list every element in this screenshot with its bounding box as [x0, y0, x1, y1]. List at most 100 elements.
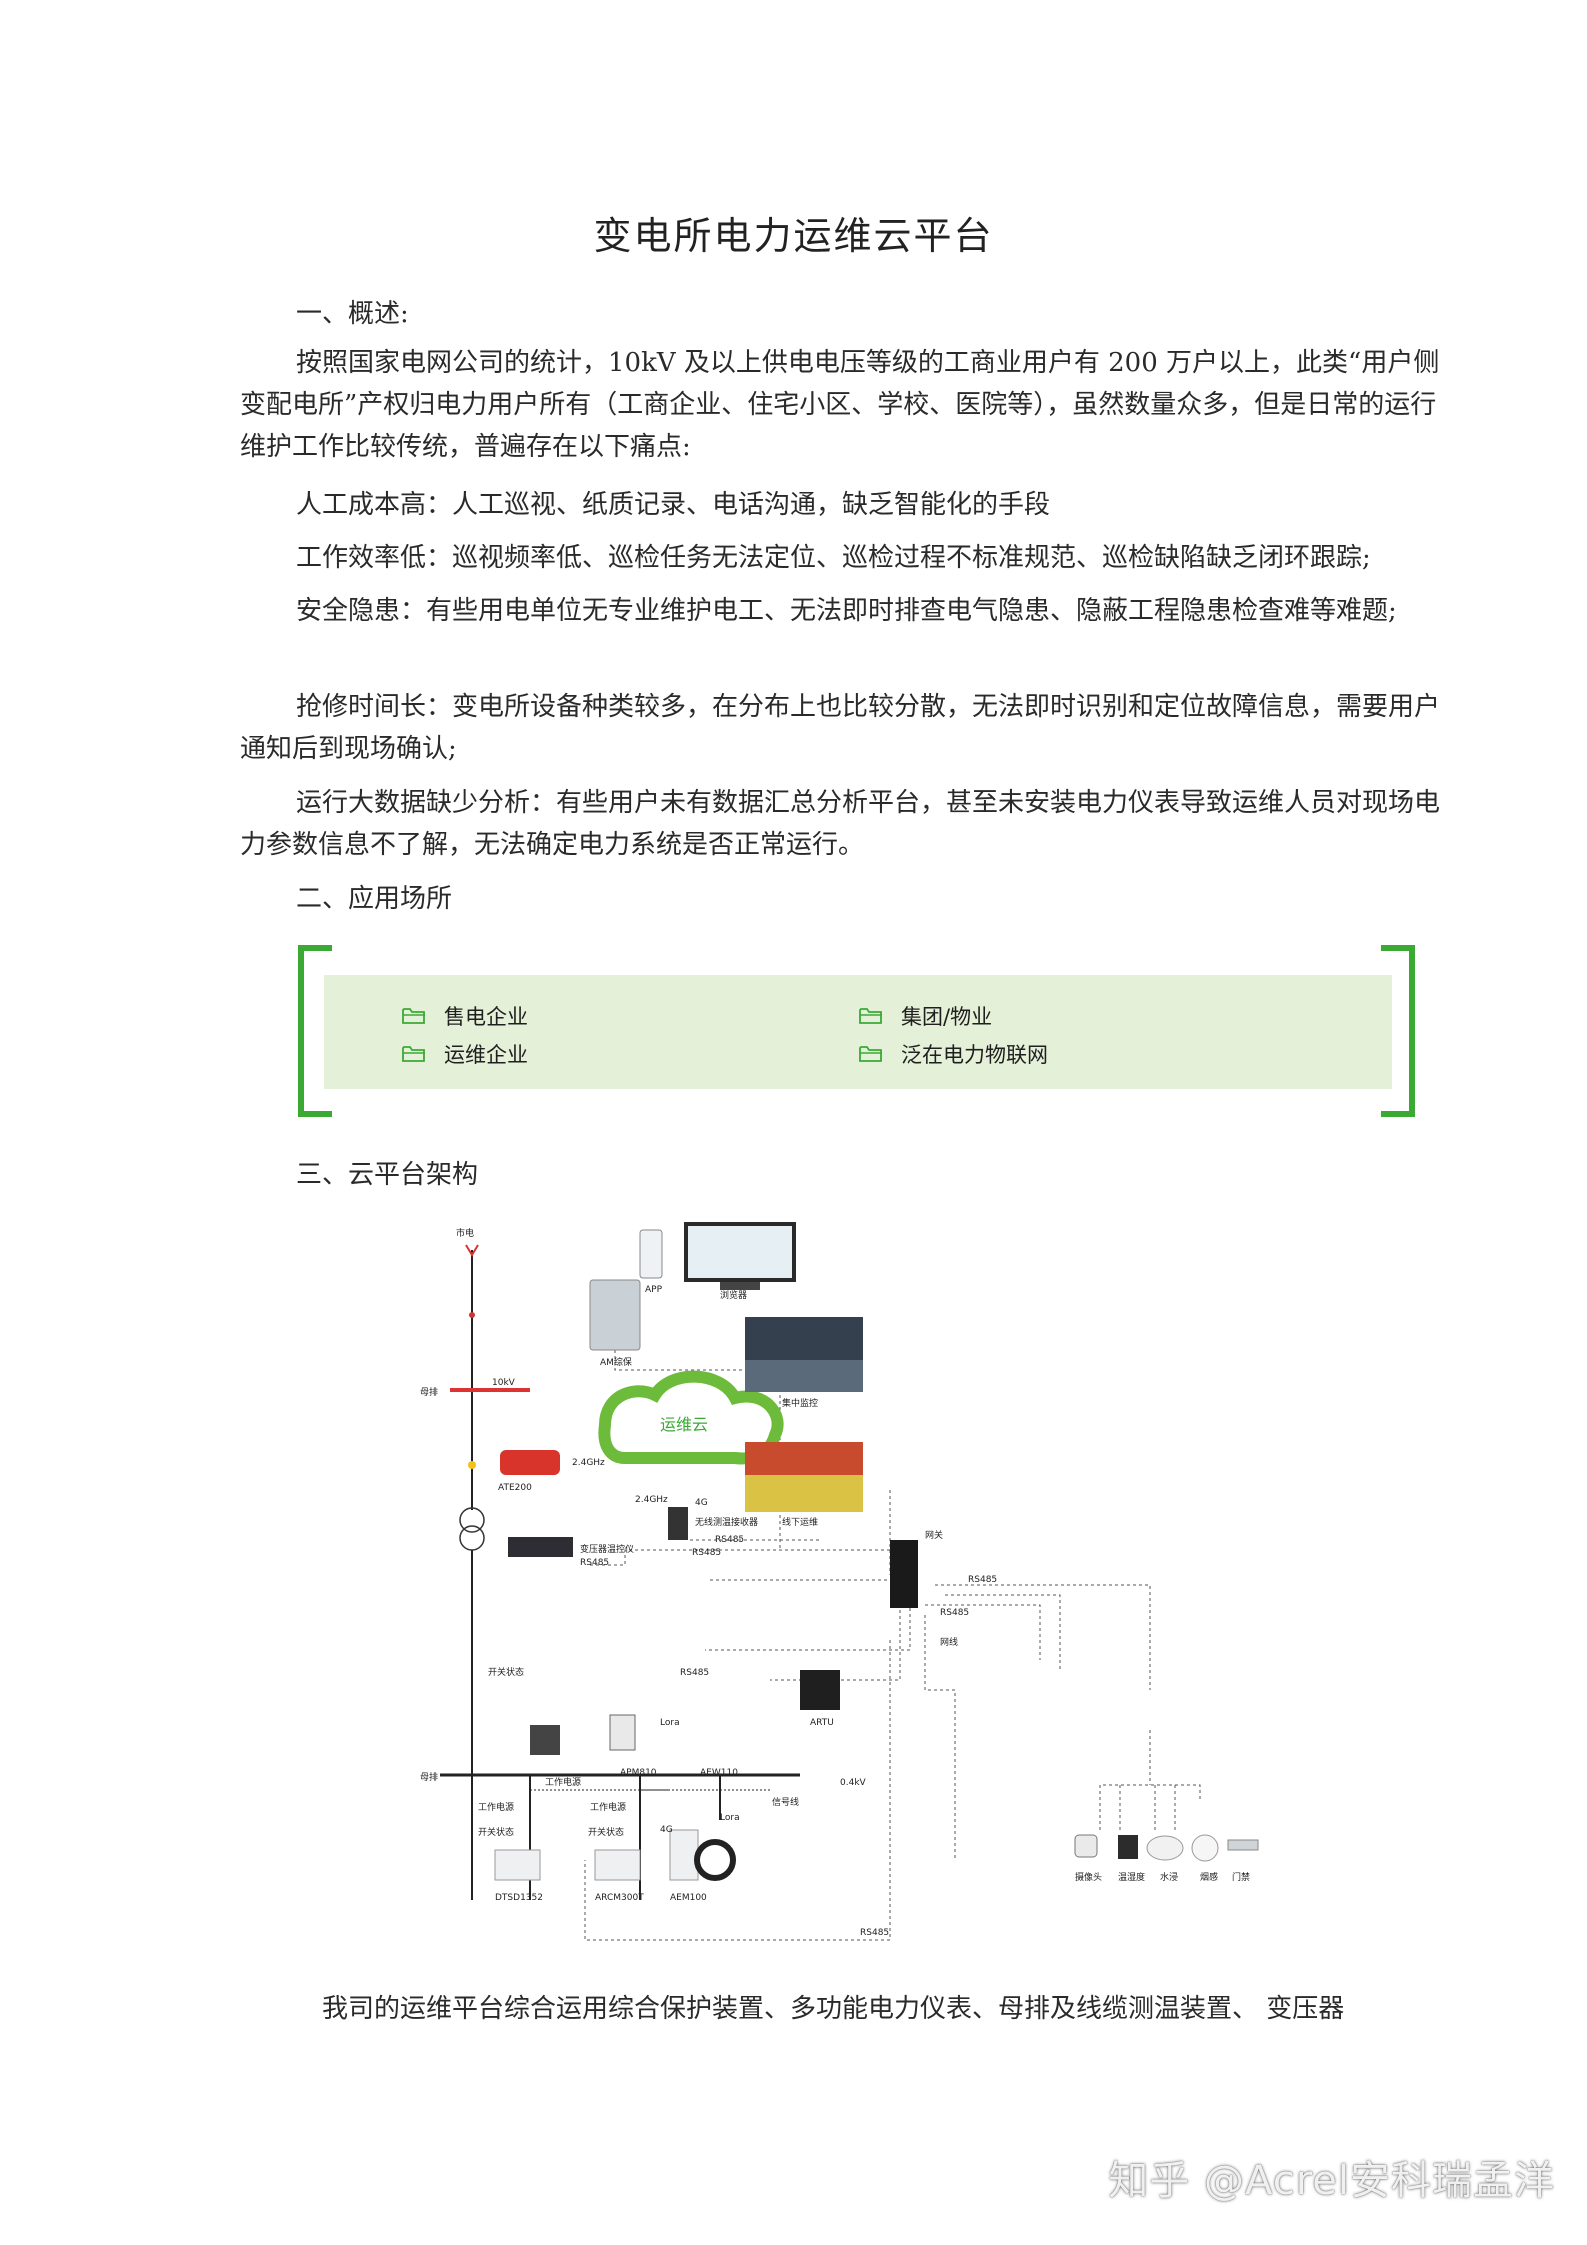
right-bracket: [1409, 945, 1415, 1117]
left-bracket: [298, 945, 304, 1117]
label-bus-top: 母排: [420, 1386, 438, 1398]
browser-screen: [688, 1226, 792, 1278]
folder-icon: [402, 1046, 425, 1062]
pain-point-safety: 安全隐患：有些用电单位无专业维护电工、无法即时排查电气隐患、隐蔽工程隐患检查难等…: [296, 596, 1397, 626]
label-rs485-g: RS485: [810, 1673, 839, 1683]
ate200-device: [500, 1450, 560, 1475]
transformer-icon: [459, 1525, 485, 1551]
label-switch-state-b: 开关状态: [478, 1826, 514, 1838]
label-rs485-b: RS485: [692, 1548, 721, 1558]
dtsd1352-device: [494, 1849, 541, 1881]
label-0-4kv: 0.4kV: [840, 1778, 867, 1788]
label-rs485-c: RS485: [580, 1558, 609, 1568]
label-grid: 市电: [456, 1227, 474, 1239]
offline-ops-vehicles: [745, 1475, 863, 1512]
application-box: 售电企业 集团/物业 运维企业 泛在电力物联网: [298, 945, 1415, 1117]
section-heading-overview: 一、概述:: [296, 299, 409, 329]
water-sensor-icon: [1146, 1835, 1184, 1861]
label-smoke: 烟感: [1200, 1871, 1218, 1883]
label-rs485-e: RS485: [940, 1608, 969, 1618]
breaker-icon: [468, 1461, 476, 1469]
label-water: 水浸: [1160, 1871, 1178, 1883]
label-2-4ghz-a: 2.4GHz: [572, 1458, 605, 1468]
watermark: 知乎 @Acrel安科瑞孟洋: [1108, 2158, 1555, 2204]
architecture-diagram: 市电 AM综保 APP 浏览器 母排 10kV ATE200 2.4GHz 2.…: [420, 1220, 1260, 1960]
label-cloud: 运维云: [660, 1415, 708, 1434]
label-switch-state-c: 开关状态: [588, 1826, 624, 1838]
temp-humidity-icon: [1118, 1835, 1138, 1859]
application-list: 售电企业 集团/物业 运维企业 泛在电力物联网: [324, 975, 1392, 1089]
label-rs485-d: RS485: [968, 1575, 997, 1585]
transformer-temp-device: [508, 1537, 573, 1557]
door-sensor-icon: [1227, 1839, 1259, 1851]
label-transformer-temp: 变压器温控仪: [580, 1543, 634, 1555]
architecture-diagram-svg: 市电 AM综保 APP 浏览器 母排 10kV ATE200 2.4GHz 2.…: [420, 1222, 1259, 1941]
folder-icon: [859, 1046, 882, 1062]
label-lora-b: Lora: [720, 1813, 740, 1823]
label-rs485-a: RS485: [715, 1535, 744, 1545]
app-phone: [639, 1229, 663, 1279]
label-artu: ARTU: [810, 1718, 834, 1728]
label-4g-b: 4G: [660, 1825, 673, 1835]
application-item-label: 集团/物业: [901, 1005, 993, 1029]
aem100-device: [669, 1829, 699, 1881]
label-switch-state-a: 开关状态: [488, 1666, 524, 1678]
application-item: 运维企业: [402, 1039, 528, 1069]
pain-point-efficiency: 工作效率低：巡视频率低、巡检任务无法定位、巡检过程不标准规范、巡检缺陷缺乏闭环跟…: [296, 543, 1371, 573]
section-heading-architecture: 三、云平台架构: [296, 1160, 479, 1190]
label-rs485-f: RS485: [680, 1668, 709, 1678]
am-protection-device: [589, 1279, 641, 1351]
breaker-icon: [469, 1312, 475, 1318]
folder-icon: [402, 1008, 425, 1024]
label-arcm300t: ARCM300T: [595, 1893, 644, 1903]
power-lines: [440, 1250, 800, 1900]
pain-point-repair: 抢修时间长：变电所设备种类较多，在分布上也比较分散，无法即时识别和定位故障信息，…: [240, 692, 1441, 764]
label-work-power-a: 工作电源: [545, 1776, 581, 1788]
right-bracket-bottom: [1381, 1111, 1415, 1117]
label-offline-ops: 线下运维: [782, 1516, 818, 1528]
label-bus-bottom: 母排: [420, 1771, 438, 1783]
label-central-monitor: 集中监控: [782, 1397, 818, 1409]
label-door: 门禁: [1232, 1871, 1250, 1883]
label-temp-humidity: 温湿度: [1118, 1871, 1145, 1883]
transformer-icon: [459, 1507, 485, 1533]
central-monitor-desk: [745, 1360, 863, 1392]
label-10kv: 10kV: [492, 1378, 516, 1388]
label-app: APP: [645, 1285, 663, 1295]
label-camera: 摄像头: [1075, 1871, 1102, 1883]
label-2-4ghz-b: 2.4GHz: [635, 1495, 668, 1505]
label-work-power-b: 工作电源: [478, 1801, 514, 1813]
application-item-label: 泛在电力物联网: [901, 1043, 1048, 1067]
grid-antenna-icon: [465, 1244, 479, 1257]
wireless-receiver-device: [668, 1507, 688, 1540]
label-network: 网线: [940, 1636, 958, 1648]
browser-stand: [720, 1282, 760, 1290]
application-item-label: 售电企业: [444, 1005, 528, 1029]
label-lora-a: Lora: [660, 1718, 680, 1728]
application-item: 泛在电力物联网: [859, 1039, 1048, 1069]
label-aem100: AEM100: [670, 1893, 707, 1903]
aew110-device: [609, 1714, 636, 1751]
label-wireless-receiver: 无线测温接收器: [695, 1516, 758, 1528]
pain-point-cost: 人工成本高：人工巡视、纸质记录、电话沟通，缺乏智能化的手段: [296, 490, 1051, 520]
left-bracket-top: [298, 945, 332, 951]
page-title: 变电所电力运维云平台: [593, 214, 994, 258]
artu-device: [800, 1670, 840, 1710]
arcm300t-device: [594, 1849, 641, 1881]
label-work-power-c: 工作电源: [590, 1801, 626, 1813]
application-item: 集团/物业: [859, 1001, 992, 1031]
label-rs485-h: RS485: [860, 1928, 889, 1938]
pain-point-analysis: 运行大数据缺少分析：有些用户未有数据汇总分析平台，甚至未安装电力仪表导致运维人员…: [240, 788, 1441, 860]
closing-paragraph: 我司的运维平台综合运用综合保护装置、多功能电力仪表、母排及线缆测温装置、 变压器: [322, 1994, 1345, 2024]
label-am-protection: AM综保: [600, 1356, 632, 1368]
label-4g: 4G: [695, 1498, 708, 1508]
camera-icon: [1074, 1834, 1098, 1858]
label-gateway: 网关: [925, 1529, 943, 1541]
label-apm810: APM810: [620, 1768, 657, 1778]
label-dtsd1352: DTSD1352: [495, 1893, 543, 1903]
current-transformer-icon: [694, 1839, 736, 1881]
smoke-sensor-icon: [1191, 1834, 1219, 1862]
label-signal-line: 信号线: [772, 1796, 799, 1808]
gateway-device: [890, 1540, 918, 1608]
